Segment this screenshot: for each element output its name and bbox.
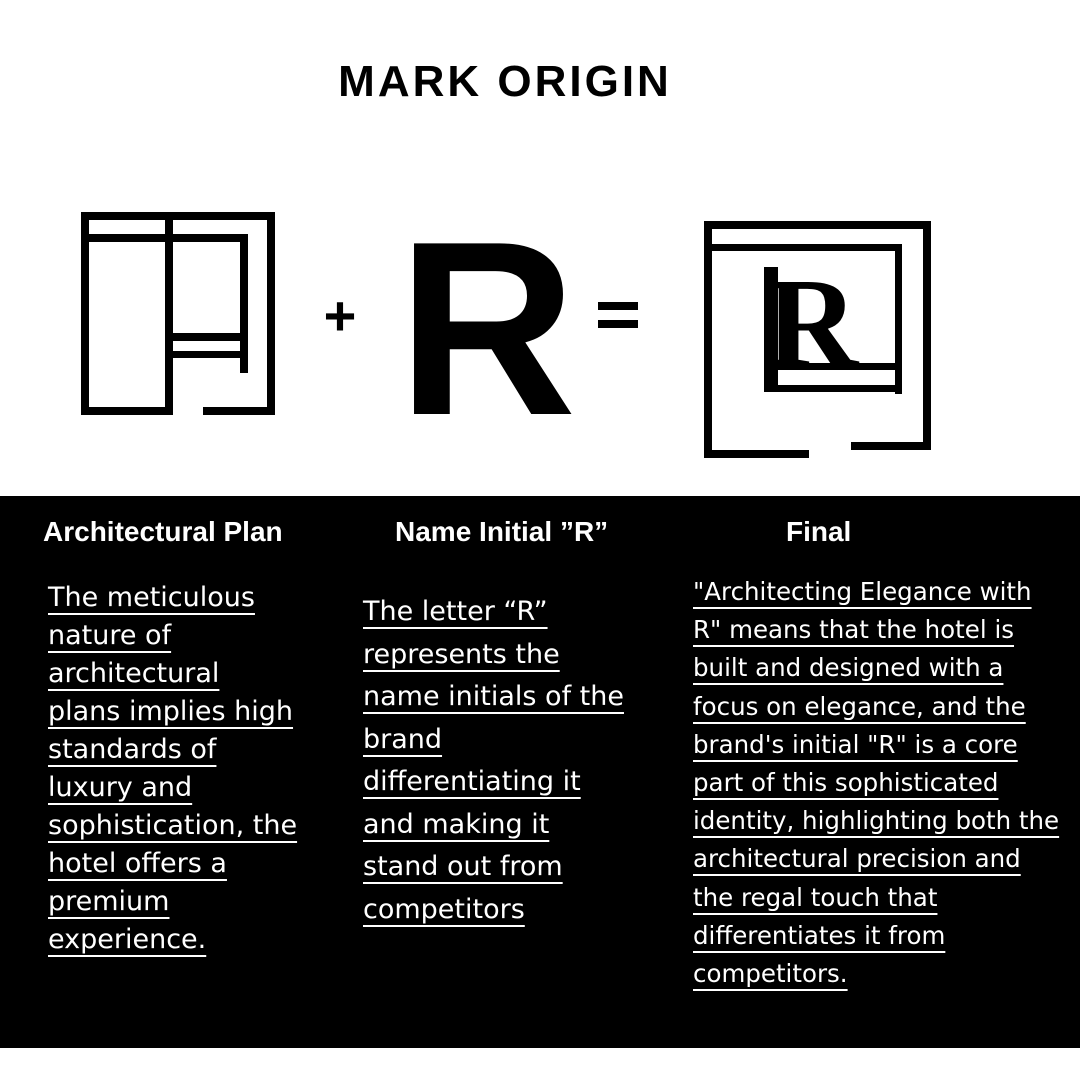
description-final: "Architecting Elegance with R" means tha… [693,577,1060,989]
description-architectural-plan: The meticulous nature of architectural p… [48,582,298,955]
architectural-plan-icon [81,212,275,415]
heading-name-initial: Name Initial ”R” [395,516,609,547]
page-title: MARK ORIGIN [338,57,672,106]
description-name-initial: The letter “R” represents the name initi… [363,596,624,925]
name-initial-letter: R [397,189,576,467]
explanation-panel [0,496,1080,1048]
equals-sign [598,302,638,328]
heading-architectural-plan: Architectural Plan [43,516,283,547]
final-logo-mark-icon: R [704,221,931,458]
final-mark-letter: R [766,252,860,394]
heading-final: Final [786,516,852,547]
plus-sign: + [324,284,357,347]
mark-equation: + R R [81,189,931,467]
